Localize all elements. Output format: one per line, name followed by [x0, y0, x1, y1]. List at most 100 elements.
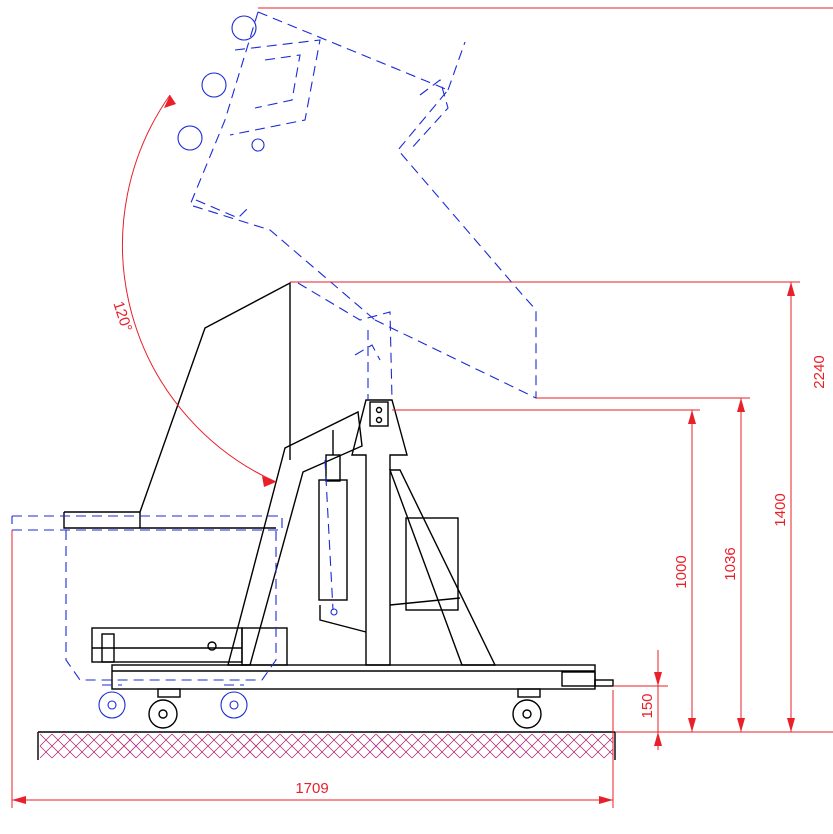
swing-cylinder-pin: [330, 608, 338, 616]
tilted-lip: [195, 199, 249, 219]
rear-castor-wheel: [512, 699, 542, 729]
dimension-labels: 1709 150 1000 1036 1400 2240 120°: [109, 299, 828, 797]
hatch-stroke: [195, 733, 221, 759]
pivot-pin-lower: [375, 416, 383, 424]
container-hub-1: [107, 700, 117, 710]
dimension-lines: [11, 7, 833, 808]
tilted-carrier: [229, 39, 321, 136]
swing-arm-1: [297, 282, 393, 401]
ground: [37, 731, 616, 760]
hatch-stroke: [555, 733, 581, 759]
hatch-stroke: [483, 733, 509, 759]
hatch-stroke: [363, 733, 389, 759]
dim-1036-arrow-bottom: [737, 718, 745, 732]
hatch-stroke: [147, 733, 173, 759]
base-frame: [111, 664, 596, 690]
dim-150-arrow-top: [654, 672, 662, 686]
hatch-stroke: [267, 733, 293, 759]
swing-cylinder: [324, 459, 334, 611]
front-castor-hub: [158, 709, 168, 719]
hatch-stroke: [591, 736, 614, 759]
hatch-stroke: [243, 733, 269, 759]
hatch-stroke: [543, 733, 569, 759]
cylinder-body: [318, 479, 348, 601]
hatch-stroke: [99, 733, 125, 759]
hatch-stroke: [327, 733, 353, 759]
container-body: [65, 530, 277, 681]
label-hinge-height: 1036: [722, 547, 739, 580]
motor-box: [405, 517, 459, 611]
hatch-stroke: [255, 733, 281, 759]
hatch-stroke: [171, 733, 197, 759]
hatch-stroke: [279, 733, 305, 759]
carrier-block: [241, 627, 288, 666]
label-overall-length: 1709: [295, 780, 328, 797]
tilted-wheel-3: [177, 125, 203, 151]
hatch-stroke: [87, 733, 113, 759]
hatch-stroke: [567, 733, 593, 759]
hatch-stroke: [423, 733, 449, 759]
hatch-stroke: [123, 733, 149, 759]
dim-1000-arrow-bottom: [688, 718, 696, 732]
hatch-stroke: [471, 733, 497, 759]
hatch-stroke: [579, 733, 605, 759]
carrier-pin: [207, 641, 217, 651]
hatch-stroke: [603, 748, 614, 759]
tilt-arc: [122, 94, 277, 483]
pivot-pin-upper: [375, 406, 383, 414]
rear-bracket: [561, 671, 596, 687]
hatch-stroke: [63, 733, 89, 759]
hatch-stroke: [207, 733, 233, 759]
hatch-stroke: [159, 733, 185, 759]
dim-1709-arrow-right: [599, 796, 613, 804]
tilted-handle-bracket: [409, 79, 449, 151]
hatch-stroke: [375, 733, 401, 759]
hatch-stroke: [603, 733, 614, 744]
tilted-container-front: [189, 11, 376, 321]
hatch-stroke: [507, 733, 533, 759]
hatch-stroke: [339, 733, 365, 759]
hatch-stroke: [495, 733, 521, 759]
swing-joint: [354, 344, 381, 361]
dim-1709-arrow-left: [12, 796, 26, 804]
hatch-stroke: [51, 733, 77, 759]
dim-1000-arrow-top: [688, 410, 696, 424]
container-outline-tilted: [177, 11, 537, 399]
tow-pin: [594, 679, 614, 687]
bin-lowered: [63, 281, 291, 529]
label-max-height: 2240: [811, 355, 828, 388]
tilted-wheel-2: [201, 72, 227, 98]
bin-lip: [63, 512, 140, 529]
container-wheel-2: [220, 691, 248, 719]
hatch-stroke: [531, 733, 557, 759]
tilted-handle: [447, 41, 466, 91]
rear-castor-hub: [522, 709, 532, 719]
hatch-stroke: [411, 733, 437, 759]
hatch-stroke: [291, 733, 317, 759]
dim-1036-arrow-top: [737, 398, 745, 412]
hatch-stroke: [351, 733, 377, 759]
label-wheel-height: 150: [639, 693, 656, 718]
front-castor-wheel: [148, 699, 178, 729]
container-rim: [11, 515, 283, 531]
tilted-pin: [251, 138, 265, 152]
dim-150-arrow-bottom: [654, 732, 662, 746]
hatch-stroke: [183, 733, 209, 759]
mast-column: [351, 399, 408, 666]
lift-arm-front: [227, 410, 363, 666]
tilt-arc-arrow-top: [164, 95, 176, 108]
lift-arm: [227, 399, 497, 666]
tilted-carrier-inner: [254, 54, 301, 109]
hatch-stroke: [231, 733, 257, 759]
container-wheel-1: [98, 691, 126, 719]
front-castor-mount: [157, 688, 181, 698]
cylinder-link: [319, 605, 367, 633]
lift-arm-swing: [297, 282, 393, 616]
hatch-stroke: [75, 733, 101, 759]
fork-carrier: [91, 627, 288, 666]
hatch-stroke: [399, 733, 425, 759]
hatch-stroke: [135, 733, 161, 759]
hatch-stroke: [387, 733, 413, 759]
tilted-container-body: [257, 11, 537, 399]
